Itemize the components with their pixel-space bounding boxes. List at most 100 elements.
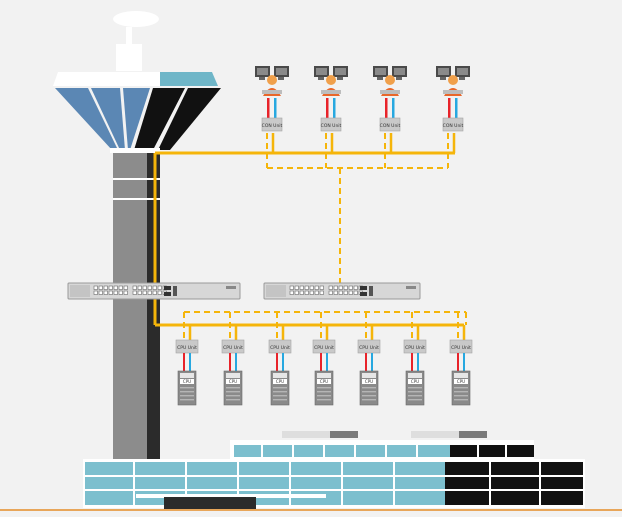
cpu-label-plate bbox=[362, 379, 376, 384]
roof-stripe bbox=[411, 431, 459, 438]
switch-port bbox=[93, 285, 98, 290]
signal-cable-red bbox=[411, 353, 413, 371]
cpu-unit-label: CPU Unit bbox=[359, 345, 379, 351]
switch-logo-panel bbox=[266, 285, 286, 297]
switch-port bbox=[98, 285, 103, 290]
signal-cable-blue bbox=[463, 353, 465, 371]
network-links bbox=[153, 133, 467, 340]
con-unit-box bbox=[261, 117, 283, 132]
cpu-label-plate bbox=[408, 379, 422, 384]
switch-port bbox=[108, 285, 113, 290]
vent-slot bbox=[226, 391, 240, 393]
signal-cable-red bbox=[229, 353, 231, 371]
switch-port bbox=[343, 290, 348, 295]
drive-bay bbox=[454, 373, 468, 378]
monitor-stand bbox=[377, 77, 383, 80]
monitor-stand bbox=[318, 77, 324, 80]
signal-cable-red bbox=[320, 353, 322, 371]
switch-port bbox=[294, 285, 299, 290]
vent-slot bbox=[408, 387, 422, 389]
operator-workstation: CON Unit bbox=[436, 66, 470, 132]
cpu-label: CPU bbox=[411, 379, 419, 384]
monitor-screen bbox=[438, 68, 449, 75]
switch-port bbox=[338, 285, 343, 290]
switch-port bbox=[304, 285, 309, 290]
cpu-label-plate bbox=[180, 379, 194, 384]
entrance-canopy bbox=[136, 494, 326, 498]
signal-cable-blue bbox=[455, 98, 458, 118]
con-unit-box bbox=[320, 117, 342, 132]
vent-slot bbox=[273, 399, 287, 401]
operator-head-icon bbox=[448, 75, 458, 85]
switch-port bbox=[309, 285, 314, 290]
switch-port bbox=[142, 285, 147, 290]
switch-port bbox=[132, 290, 137, 295]
vent-slot bbox=[362, 387, 376, 389]
vent-slot bbox=[362, 399, 376, 401]
signal-cable-red bbox=[276, 353, 278, 371]
signal-cable-blue bbox=[392, 98, 395, 118]
vent-slot bbox=[180, 391, 194, 393]
cpu-unit-box bbox=[312, 339, 336, 354]
switch-port bbox=[319, 290, 324, 295]
switch-port bbox=[93, 290, 98, 295]
monitor-screen bbox=[457, 68, 468, 75]
roof-stripe bbox=[282, 431, 330, 438]
vent-slot bbox=[317, 399, 331, 401]
cpu-unit-label: CPU Unit bbox=[405, 345, 425, 351]
monitor-screen bbox=[316, 68, 327, 75]
signal-cable-red bbox=[267, 98, 270, 118]
cpu-unit-label: CPU Unit bbox=[270, 345, 290, 351]
vent-slot bbox=[408, 391, 422, 393]
vent-slot bbox=[226, 395, 240, 397]
switch-port bbox=[328, 285, 333, 290]
vent-slot bbox=[273, 387, 287, 389]
radar-dome bbox=[113, 11, 159, 27]
switch-port bbox=[118, 285, 123, 290]
switch-port bbox=[348, 290, 353, 295]
switch-port bbox=[353, 290, 358, 295]
switch-port bbox=[152, 290, 157, 295]
switch-port bbox=[98, 290, 103, 295]
operator-head-icon bbox=[326, 75, 336, 85]
cpu-unit-box bbox=[175, 339, 199, 354]
signal-cable-red bbox=[448, 98, 451, 118]
con-unit-label: CON Unit bbox=[321, 123, 342, 129]
switch-port bbox=[147, 285, 152, 290]
switch-port bbox=[289, 285, 294, 290]
desk-icon bbox=[443, 90, 463, 94]
switch-port bbox=[132, 285, 137, 290]
signal-cable-blue bbox=[282, 353, 284, 371]
signal-cable-blue bbox=[326, 353, 328, 371]
drive-bay bbox=[317, 373, 331, 378]
monitor-stand bbox=[440, 77, 446, 80]
operator-head-icon bbox=[267, 75, 277, 85]
cpu-label-plate bbox=[317, 379, 331, 384]
monitor-screen bbox=[335, 68, 346, 75]
switch-port bbox=[164, 286, 171, 290]
vent-slot bbox=[454, 395, 468, 397]
monitor-stand bbox=[259, 77, 265, 80]
vent-slot bbox=[180, 387, 194, 389]
upper-level-dark bbox=[450, 445, 534, 457]
tower-cab-glass bbox=[55, 88, 221, 153]
drive-bay bbox=[180, 373, 194, 378]
switch-port bbox=[360, 286, 367, 290]
cpu-label: CPU bbox=[320, 379, 328, 384]
vent-slot bbox=[362, 391, 376, 393]
signal-cable-red bbox=[365, 353, 367, 371]
signal-cable-blue bbox=[333, 98, 336, 118]
monitor-screen bbox=[394, 68, 405, 75]
switch-port bbox=[108, 290, 113, 295]
cpu-label: CPU bbox=[457, 379, 465, 384]
vent-slot bbox=[226, 387, 240, 389]
vent-slot bbox=[362, 395, 376, 397]
desk-icon bbox=[321, 90, 341, 94]
vent-slot bbox=[408, 395, 422, 397]
signal-cable-red bbox=[326, 98, 329, 118]
switch-port bbox=[142, 290, 147, 295]
drive-bay bbox=[408, 373, 422, 378]
